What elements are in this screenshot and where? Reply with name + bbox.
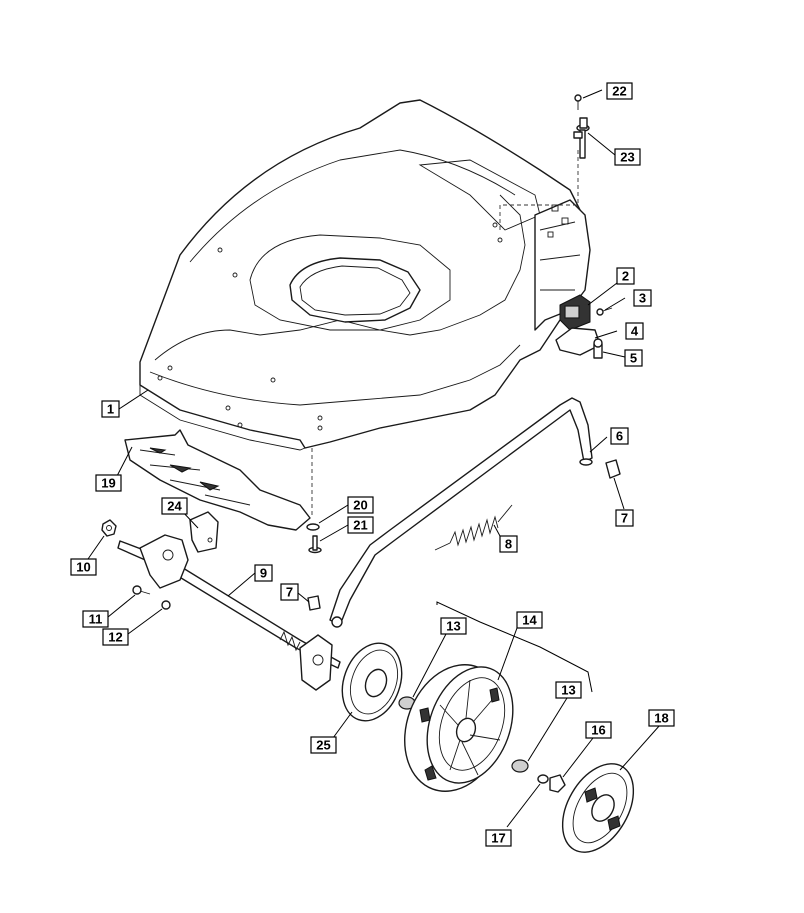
wheel-cap (561, 763, 635, 853)
callout-23: 23 (614, 148, 641, 166)
callout-label: 5 (630, 351, 637, 366)
callout-label: 16 (591, 723, 605, 738)
washer (306, 523, 320, 531)
callout-label: 20 (353, 498, 367, 513)
callout-label: 25 (316, 738, 330, 753)
callout-label: 24 (167, 499, 182, 514)
lever-pin (573, 94, 590, 159)
callout-label: 21 (353, 518, 367, 533)
fastener-nut-small (161, 600, 171, 610)
height-adjuster (555, 294, 613, 359)
callout-label: 13 (561, 683, 575, 698)
wheel-hub-plate (341, 642, 403, 722)
callout-12: 12 (102, 628, 129, 646)
callout-11: 11 (82, 610, 109, 628)
callout-label: 3 (639, 291, 646, 306)
mower-deck (139, 99, 591, 451)
callout-label: 6 (616, 429, 623, 444)
callout-label: 10 (76, 560, 90, 575)
front-skirt (124, 429, 311, 531)
callout-6: 6 (610, 427, 629, 445)
callout-1: 1 (101, 400, 120, 418)
callout-label: 13 (446, 619, 460, 634)
callout-3: 3 (633, 289, 652, 307)
callout-label: 18 (654, 711, 668, 726)
handle-clip (605, 459, 621, 479)
callout-label: 2 (622, 269, 629, 284)
callout-25: 25 (310, 736, 337, 754)
callout-2: 2 (616, 267, 635, 285)
callout-7-handle: 7 (615, 509, 634, 527)
callout-9: 9 (254, 564, 273, 582)
handle-clip (307, 595, 321, 611)
callout-24: 24 (161, 497, 188, 515)
callout-13-outer: 13 (555, 681, 582, 699)
callout-label: 23 (620, 150, 634, 165)
bolt (308, 535, 322, 554)
callout-17: 17 (485, 829, 512, 847)
assembly-line (499, 150, 579, 230)
callout-label: 9 (260, 566, 267, 581)
fastener-bolt (132, 585, 151, 595)
rear-wheel (404, 664, 514, 792)
callout-22: 22 (606, 82, 633, 100)
callout-label: 4 (631, 324, 639, 339)
callout-label: 22 (612, 84, 626, 99)
bracket (189, 511, 219, 553)
callout-label: 19 (101, 476, 115, 491)
callout-label: 7 (286, 585, 293, 600)
spring (434, 504, 513, 551)
callout-label: 11 (89, 612, 103, 627)
washer (537, 774, 549, 784)
bearing (511, 759, 529, 773)
callout-label: 7 (621, 511, 628, 526)
wheel-nut (549, 774, 566, 793)
callout-4: 4 (625, 322, 644, 340)
callout-20: 20 (347, 496, 374, 514)
callout-label: 17 (491, 831, 505, 846)
callout-5: 5 (624, 349, 643, 367)
callout-10: 10 (70, 558, 97, 576)
leader-lines (87, 89, 661, 828)
handle-bar (329, 397, 593, 628)
callout-19: 19 (95, 474, 122, 492)
callout-18: 18 (648, 709, 675, 727)
callout-21: 21 (347, 516, 374, 534)
callout-label: 14 (522, 613, 537, 628)
wheel-group-bracket (436, 601, 593, 693)
callout-14: 14 (516, 611, 543, 629)
callout-label: 12 (108, 630, 122, 645)
callout-8: 8 (499, 535, 518, 553)
fastener-nut (101, 519, 117, 537)
callout-13-inner: 13 (440, 617, 467, 635)
rear-axle (117, 534, 341, 691)
callout-16: 16 (585, 721, 612, 739)
callout-label: 1 (107, 402, 114, 417)
callout-label: 8 (505, 537, 512, 552)
callout-7-lower: 7 (280, 583, 299, 601)
